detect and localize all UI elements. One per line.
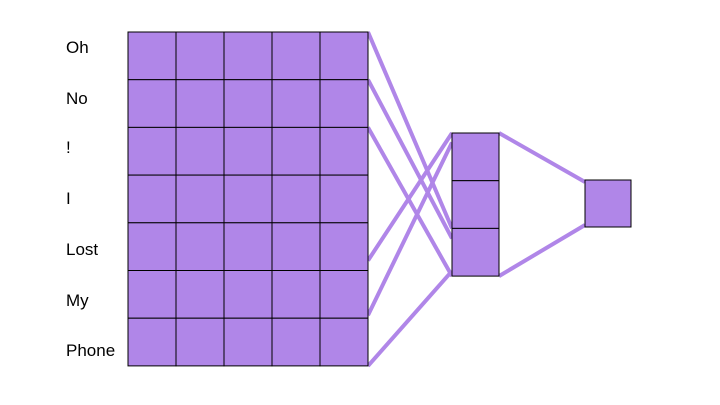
- word-label: No: [66, 89, 88, 108]
- word-label: I: [66, 189, 71, 208]
- embedding-cell: [175, 79, 225, 128]
- embedding-cell: [223, 31, 273, 81]
- embedding-cell: [223, 317, 273, 367]
- embedding-cell: [271, 126, 321, 176]
- embedding-cell: [319, 79, 369, 128]
- embedding-cell: [127, 31, 177, 81]
- embedding-cell: [175, 270, 225, 319]
- embedding-cell: [223, 222, 273, 272]
- embedding-cell: [127, 317, 177, 367]
- embedding-cell: [175, 174, 225, 224]
- connection-line: [366, 141, 454, 317]
- embedding-cell: [175, 31, 225, 81]
- embedding-cell: [271, 222, 321, 272]
- connection-line: [366, 269, 454, 368]
- embedding-cell: [223, 270, 273, 319]
- connection-line: [498, 131, 586, 184]
- embedding-cell: [223, 126, 273, 176]
- hidden-unit: [451, 132, 500, 182]
- embedding-cell: [271, 31, 321, 81]
- embedding-cell: [271, 79, 321, 128]
- embedding-cell: [319, 222, 369, 272]
- output-unit: [584, 179, 632, 228]
- word-label: Oh: [66, 38, 89, 57]
- word-label: !: [66, 138, 71, 157]
- embedding-cell: [127, 79, 177, 128]
- embedding-cell: [319, 270, 369, 319]
- connection-line: [366, 78, 454, 240]
- hidden-unit: [451, 227, 500, 277]
- word-label: Phone: [66, 341, 116, 360]
- connection-line: [366, 131, 454, 262]
- connection-line: [366, 126, 454, 278]
- embedding-cell: [175, 126, 225, 176]
- embedding-cell: [127, 270, 177, 319]
- embedding-cell: [319, 126, 369, 176]
- connection-line: [497, 223, 587, 278]
- embedding-cell: [223, 174, 273, 224]
- embedding-cell: [127, 222, 177, 272]
- embedding-cell: [319, 31, 369, 81]
- word-label: Lost: [66, 240, 99, 259]
- embedding-cell: [319, 174, 369, 224]
- hidden-unit: [451, 180, 500, 229]
- embedding-cell: [175, 222, 225, 272]
- embedding-cell: [271, 174, 321, 224]
- embedding-cell: [223, 79, 273, 128]
- connection-line: [366, 31, 454, 230]
- word-label: My: [66, 291, 89, 310]
- embedding-cell: [271, 270, 321, 319]
- embedding-cell: [271, 317, 321, 367]
- embedding-cell: [175, 317, 225, 367]
- embedding-cell: [319, 317, 369, 367]
- embedding-cell: [127, 126, 177, 176]
- embedding-cell: [127, 174, 177, 224]
